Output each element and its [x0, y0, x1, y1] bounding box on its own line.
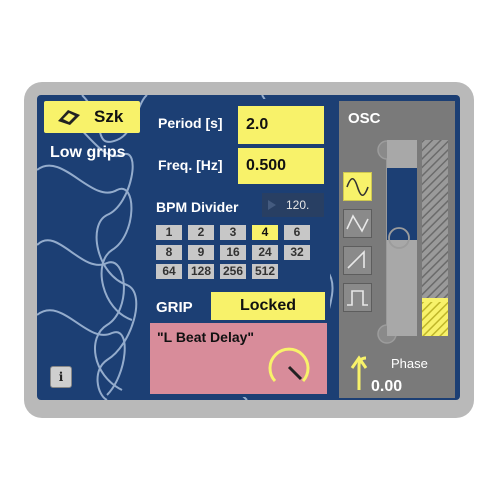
sine-wave-icon[interactable]: [343, 172, 372, 201]
divider-button-6[interactable]: 6: [284, 225, 310, 240]
info-button[interactable]: i: [50, 366, 72, 388]
divider-button-16[interactable]: 16: [220, 245, 246, 260]
bpm-value-display[interactable]: 120.: [262, 193, 324, 217]
brand-badge[interactable]: Szk: [44, 101, 140, 133]
divider-button-24[interactable]: 24: [252, 245, 278, 260]
phase-label: Phase: [391, 356, 428, 371]
divider-button-1[interactable]: 1: [156, 225, 182, 240]
bpm-divider-label: BPM Divider: [156, 199, 239, 215]
mode-title: Low grips: [50, 144, 126, 161]
divider-button-9[interactable]: 9: [188, 245, 214, 260]
divider-button-8[interactable]: 8: [156, 245, 182, 260]
delay-device-slot[interactable]: "L Beat Delay": [150, 323, 327, 394]
delay-device-name: "L Beat Delay": [157, 329, 255, 345]
period-field[interactable]: 2.0: [238, 106, 324, 144]
divider-button-64[interactable]: 64: [156, 264, 182, 279]
grip-label: GRIP: [156, 299, 193, 316]
knob-icon[interactable]: [261, 337, 317, 393]
square-wave-icon[interactable]: [343, 283, 372, 312]
period-label: Period [s]: [158, 115, 223, 131]
szk-logo-icon: [58, 110, 80, 125]
saw-wave-icon[interactable]: [343, 246, 372, 275]
divider-button-2[interactable]: 2: [188, 225, 214, 240]
divider-button-4[interactable]: 4: [252, 225, 278, 240]
triangle-wave-icon[interactable]: [343, 209, 372, 238]
freq-field[interactable]: 0.500: [238, 148, 324, 184]
grip-mode-selector[interactable]: Locked: [211, 292, 325, 320]
play-arrow-icon: [268, 200, 276, 210]
phase-reset-icon[interactable]: [348, 352, 370, 392]
osc-title: OSC: [348, 110, 381, 127]
divider-button-256[interactable]: 256: [220, 264, 246, 279]
oscillator-visual[interactable]: [374, 138, 454, 350]
divider-button-32[interactable]: 32: [284, 245, 310, 260]
bpm-value: 120.: [286, 198, 310, 212]
divider-button-128[interactable]: 128: [188, 264, 214, 279]
freq-label: Freq. [Hz]: [158, 157, 223, 173]
brand-label: Szk: [94, 107, 124, 126]
phase-value[interactable]: 0.00: [371, 378, 403, 395]
divider-button-3[interactable]: 3: [220, 225, 246, 240]
divider-button-512[interactable]: 512: [252, 264, 278, 279]
